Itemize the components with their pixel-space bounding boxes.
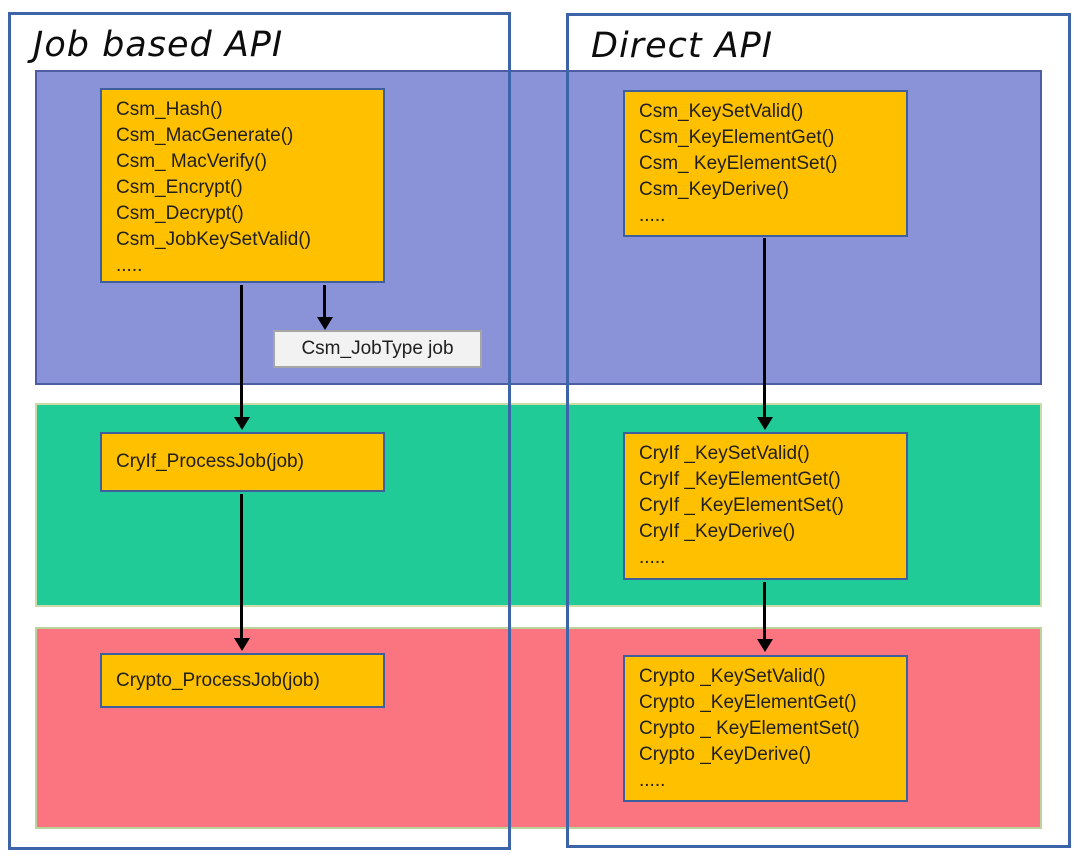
- function-name: CryIf _KeyElementGet(): [639, 469, 841, 490]
- csm-direct-functions-box: Csm_KeySetValid() Csm_KeyElementGet() Cs…: [623, 90, 908, 237]
- arrow-head: [234, 417, 250, 430]
- function-name: Csm_Decrypt(): [116, 203, 244, 224]
- function-name: Csm_KeyElementGet(): [639, 127, 835, 148]
- function-name: Csm_Hash(): [116, 99, 223, 120]
- arrow-stem: [763, 238, 766, 417]
- function-name: Crypto _ KeyElementSet(): [639, 718, 860, 739]
- function-name: Crypto _KeySetValid(): [639, 666, 826, 687]
- arrow-head: [317, 317, 333, 330]
- function-name: CryIf _KeyDerive(): [639, 521, 796, 542]
- ellipsis-text: .....: [639, 770, 666, 791]
- function-name: Crypto _KeyElementGet(): [639, 692, 857, 713]
- arrow-stem: [240, 494, 243, 638]
- job-based-api-title: Job based API: [33, 25, 284, 65]
- direct-api-title: Direct API: [591, 26, 774, 66]
- function-name: Csm_ KeyElementSet(): [639, 153, 838, 174]
- arrow-stem: [323, 285, 326, 317]
- arrow-head: [757, 639, 773, 652]
- direct-api-group-box: Direct API: [566, 13, 1071, 848]
- function-name: Csm_MacGenerate(): [116, 125, 294, 146]
- function-name: Csm_KeyDerive(): [639, 179, 789, 200]
- function-name: Csm_Encrypt(): [116, 177, 243, 198]
- function-name: Csm_ MacVerify(): [116, 151, 267, 172]
- function-name: Crypto _KeyDerive(): [639, 744, 812, 765]
- ellipsis-text: .....: [639, 205, 666, 226]
- crypto-processjob-box: Crypto_ProcessJob(job): [100, 653, 385, 708]
- arrow-stem: [763, 582, 766, 639]
- cryif-direct-functions-box: CryIf _KeySetValid() CryIf _KeyElementGe…: [623, 432, 908, 580]
- csm-jobtype-label: Csm_JobType job: [301, 338, 454, 359]
- function-name: Crypto_ProcessJob(job): [116, 669, 320, 691]
- ellipsis-text: .....: [116, 255, 143, 276]
- function-name: CryIf _ KeyElementSet(): [639, 495, 844, 516]
- function-name: Csm_JobKeySetValid(): [116, 229, 312, 250]
- function-name: CryIf_ProcessJob(job): [116, 451, 304, 472]
- arrow-stem: [240, 285, 243, 417]
- ellipsis-text: .....: [639, 547, 666, 568]
- csm-jobtype-box: Csm_JobType job: [273, 330, 482, 368]
- csm-job-functions-box: Csm_Hash() Csm_MacGenerate() Csm_ MacVer…: [100, 88, 385, 283]
- function-name: Csm_KeySetValid(): [639, 101, 804, 122]
- crypto-direct-functions-box: Crypto _KeySetValid() Crypto _KeyElement…: [623, 655, 908, 802]
- arrow-head: [234, 638, 250, 651]
- job-based-api-group-box: Job based API: [8, 12, 511, 850]
- function-name: CryIf _KeySetValid(): [639, 443, 810, 464]
- cryif-processjob-box: CryIf_ProcessJob(job): [100, 432, 385, 492]
- arrow-head: [757, 417, 773, 430]
